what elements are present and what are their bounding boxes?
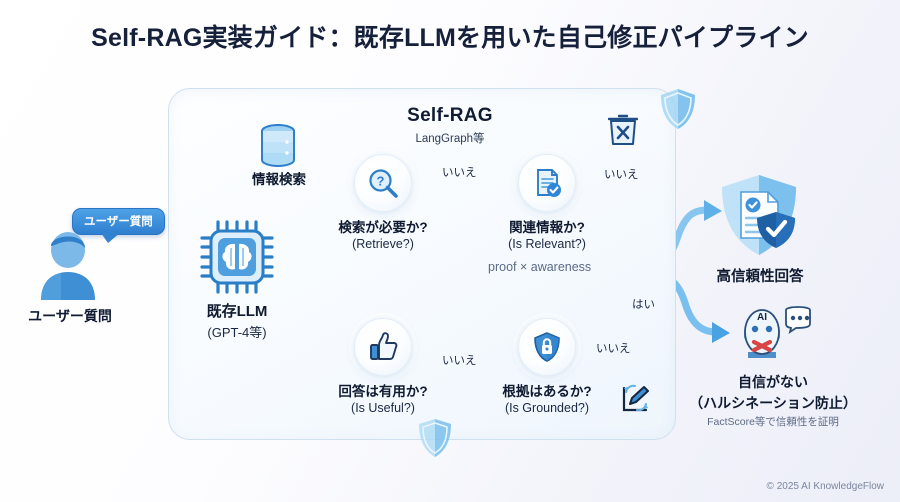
panel-subheading: LangGraph等 — [415, 133, 485, 145]
node-relevant[interactable]: 関連情報か? (Is Relevant?) — [508, 154, 586, 251]
llm-label: 既存LLM (GPT-4等) — [177, 300, 297, 341]
edge-label-retrieve-no: いいえ — [442, 167, 477, 179]
user-question-bubble: ユーザー質問 — [72, 208, 165, 243]
shield-icon — [661, 89, 695, 129]
cpu-brain-icon — [200, 220, 274, 294]
shield-lock-icon — [518, 318, 576, 376]
edge-label-useful-no: いいえ — [442, 355, 477, 367]
edge-label-relevant-no: いいえ — [604, 169, 639, 181]
thumbs-up-icon — [354, 318, 412, 376]
page-title: Self-RAG実装ガイド：既存LLMを用いた自己修正パイプライン — [91, 24, 809, 52]
magnifier-question-icon: ? — [354, 154, 412, 212]
user-label: ユーザー質問 — [28, 308, 112, 324]
node-retrieve[interactable]: ? 検索が必要か? (Retrieve?) — [338, 154, 428, 251]
edge-label-grounded-no: いいえ — [596, 343, 631, 355]
self-rag-panel — [168, 88, 676, 440]
uncertain-output-note: FactScore等で信頼性を証明 — [707, 416, 839, 428]
database-icon — [261, 124, 295, 167]
uncertain-output-label: 自信がない （ハルシネーション防止） — [678, 372, 868, 413]
trusted-output-label: 高信頼性回答 — [716, 269, 804, 285]
shield-document-check-icon — [722, 175, 796, 255]
svg-text:?: ? — [377, 174, 385, 189]
trash-x-icon[interactable] — [608, 114, 638, 146]
document-check-icon — [518, 154, 576, 212]
node-grounded[interactable]: 根拠はあるか? (Is Grounded?) — [502, 318, 592, 415]
edit-refresh-icon[interactable] — [620, 382, 652, 414]
node-useful[interactable]: 回答は有用か? (Is Useful?) — [338, 318, 428, 415]
user-question-bubble-text: ユーザー質問 — [84, 216, 153, 228]
svg-text:AI: AI — [757, 312, 767, 323]
llm-label-en: (GPT-4等) — [207, 325, 267, 340]
ai-robot-x-icon: AI — [744, 306, 811, 358]
retrieval-label: 情報検索 — [252, 172, 306, 187]
user-icon — [41, 232, 95, 300]
uncertain-output-line1: 自信がない — [738, 374, 808, 390]
copyright-footer: © 2025 AI KnowledgeFlow — [766, 481, 884, 492]
shield-icon — [419, 419, 451, 457]
edge-label-grounded-yes: はい — [632, 299, 655, 311]
llm-label-jp: 既存LLM — [206, 303, 268, 320]
center-note: proof × awareness — [488, 260, 592, 274]
uncertain-output-line2: （ハルシネーション防止） — [689, 395, 857, 411]
panel-heading: Self-RAG — [407, 105, 493, 126]
